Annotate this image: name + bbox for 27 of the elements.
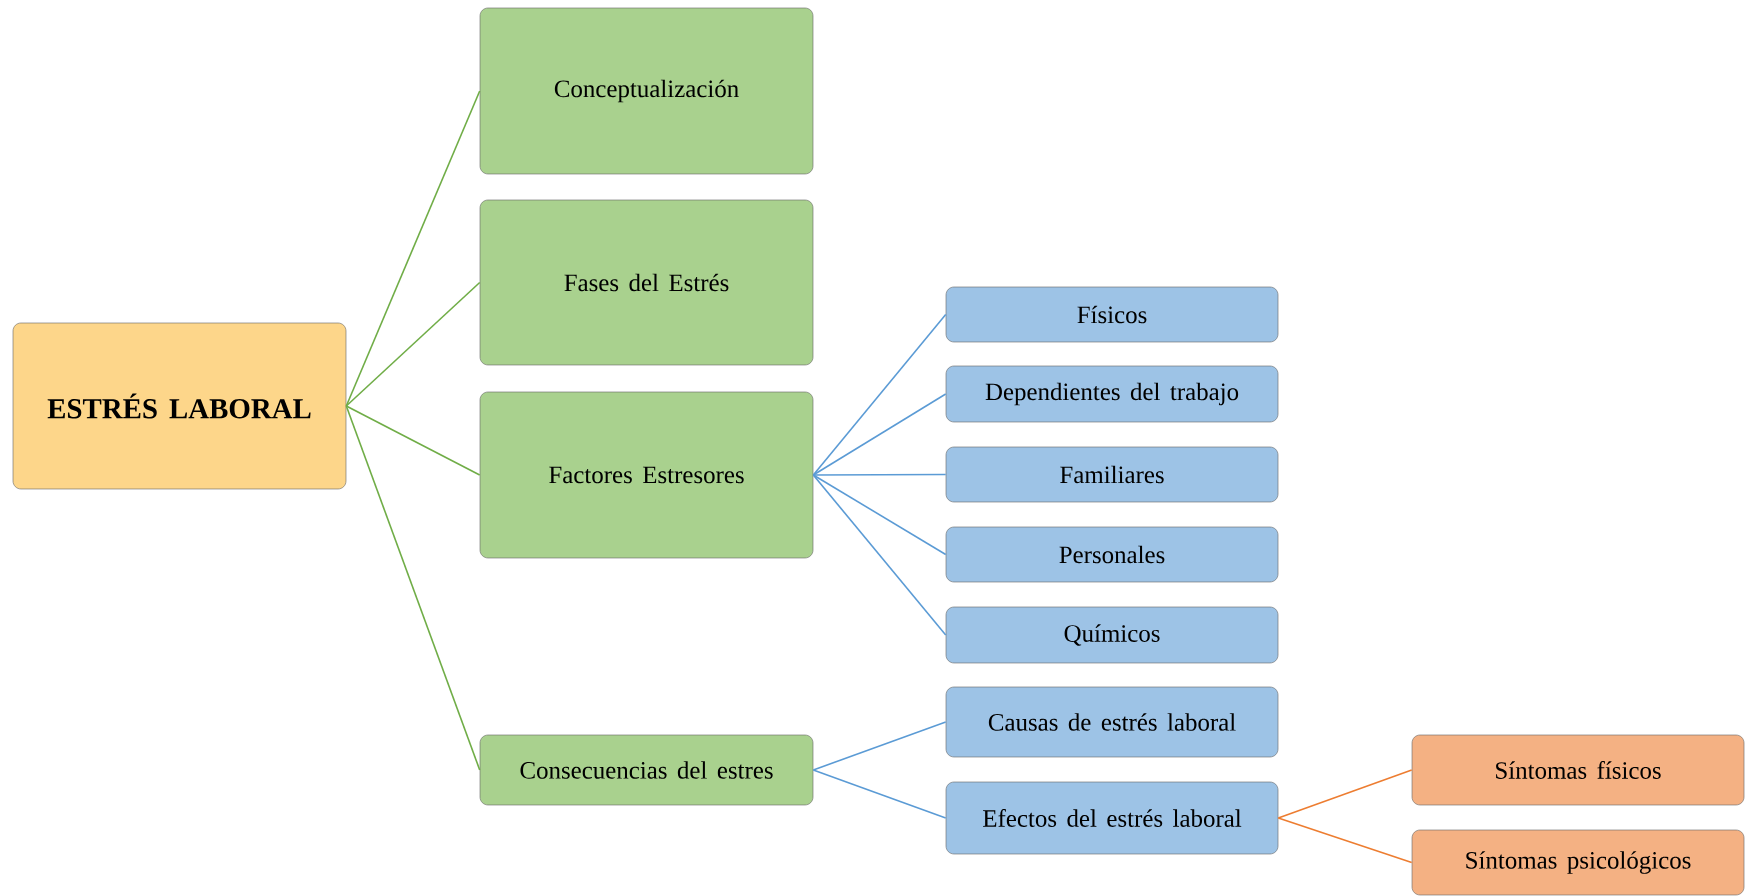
connector-line bbox=[345, 90, 481, 407]
category-box: Factores Estresores bbox=[479, 391, 814, 559]
subcategory-box: Dependientes del trabajo bbox=[945, 365, 1279, 423]
connector-line bbox=[345, 281, 481, 407]
subcategory-box: Físicos bbox=[945, 286, 1279, 343]
category-box: Conceptualización bbox=[479, 7, 814, 175]
subcategory-box: Personales bbox=[945, 526, 1279, 583]
symptom-box: Síntomas psicológicos bbox=[1411, 829, 1745, 896]
connector-line bbox=[812, 313, 947, 476]
connector-line bbox=[1277, 769, 1413, 819]
connector-line bbox=[812, 473, 947, 476]
connector-line bbox=[812, 474, 947, 556]
connector-line bbox=[812, 769, 947, 819]
connector-line bbox=[812, 474, 947, 636]
subcategory-box: Químicos bbox=[945, 606, 1279, 664]
connector-line bbox=[812, 721, 947, 771]
symptom-box: Síntomas físicos bbox=[1411, 734, 1745, 806]
subcategory-box: Causas de estrés laboral bbox=[945, 686, 1279, 758]
category-box: Consecuencias del estres bbox=[479, 734, 814, 806]
connector-line bbox=[345, 405, 481, 476]
topic-box: ESTRÉS LABORAL bbox=[12, 322, 347, 490]
subcategory-box: Familiares bbox=[945, 446, 1279, 503]
category-box: Fases del Estrés bbox=[479, 199, 814, 366]
connector-line bbox=[345, 405, 481, 771]
subcategory-box: Efectos del estrés laboral bbox=[945, 781, 1279, 855]
connector-line bbox=[1277, 817, 1413, 864]
connector-line bbox=[812, 393, 947, 476]
